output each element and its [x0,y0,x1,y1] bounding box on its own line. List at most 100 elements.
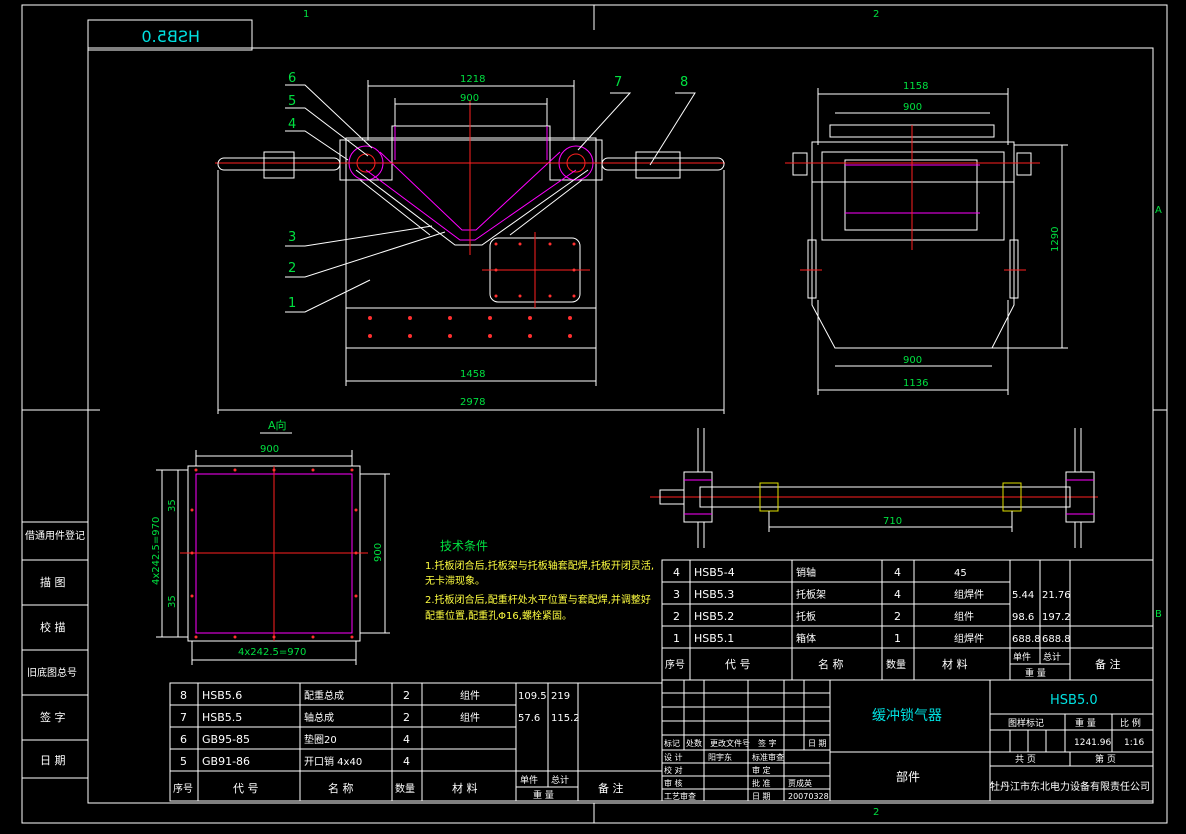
dim-top-outer: 1218 [460,74,485,85]
a-view-dim-top: 900 [260,444,279,455]
part-row-qty: 4 [894,566,901,579]
side-dim-top: 1158 [903,81,928,92]
part-row-code: HSB5.3 [694,588,734,601]
part-row-no: 4 [673,566,680,579]
part-row-code: HSB5.6 [202,689,242,702]
part-row-name: 销轴 [796,566,816,579]
part-row-material: 45 [954,568,967,579]
part-row-qty: 4 [894,588,901,601]
dim-base: 1458 [460,369,485,380]
header-material: 材 料 [452,781,478,795]
shaft-detail-view: 710 [650,428,1098,548]
tech-line-4: 配重位置,配重孔Φ16,螺栓紧固。 [425,609,572,622]
part-row-no: 7 [180,711,187,724]
signature-cell: 贾成英 [788,778,812,788]
tech-title: 技术条件 [440,539,488,553]
left-strip-item: 签 字 [40,710,66,724]
shaft-dim: 710 [883,516,902,527]
tech-line-1: 1.托板闭合后,托板架与托板轴套配焊,托板开闭灵活, [425,559,654,572]
part-row-code: GB95-85 [202,733,250,746]
left-strip-item: 日 期 [40,754,66,767]
parts-table-upper-header: 序号 代 号 名 称 数量 材 料 单件 总计 重 量 备 注 [665,651,1121,679]
part-row-no: 2 [673,610,680,623]
company-name: 牡丹江市东北电力设备有限责任公司 [990,780,1150,793]
side-dim-bottom: 1136 [903,378,928,389]
tech-line-3: 2.托板闭合后,配重杆处水平位置与套配焊,并调整好 [425,593,651,606]
header-no: 序号 [665,658,685,671]
header-remark: 备 注 [1095,657,1121,671]
part-row-total: 21.76 [1042,590,1071,601]
part-row-total: 115.2 [551,713,580,724]
header-weight: 重 量 [1025,667,1046,679]
a-view: A向 900 900 4x242.5=970 4x242.5=970 35 35 [151,418,390,665]
a-view-dim-bottom: 4x242.5=970 [238,647,306,658]
part-row-unit: 57.6 [518,713,540,724]
zone-label-side-b: B [1155,609,1162,620]
rev-label: 签 字 [758,738,777,748]
left-strip-item: 借通用件登记 [25,529,85,542]
signature-cell: 标准审查 [752,752,784,762]
header-name: 名 称 [818,657,844,671]
header-unit: 单件 [1013,651,1031,663]
part-label-5: 5 [288,94,296,109]
part-row-qty: 4 [403,755,410,768]
side-dim-bottom-inner: 900 [903,355,922,366]
part-row-code: GB91-86 [202,755,250,768]
part-row-material: 组焊件 [954,588,984,601]
part-row-code: HSB5-4 [694,566,735,579]
header-remark: 备 注 [598,781,624,795]
a-view-dim-left-bottom: 35 [167,595,178,608]
rev-label: 标记 [664,738,680,748]
part-row-total: 688.8 [1042,634,1071,645]
part-row-name: 箱体 [796,632,816,645]
tech-line-2: 无卡滞现象。 [425,574,485,587]
rev-label: 更改文件号 [710,738,750,748]
signature-cell: 校 对 [664,765,683,775]
part-row-no: 6 [180,733,187,746]
part-row-qty: 2 [403,711,410,724]
dim-overall: 2978 [460,397,485,408]
part-row-name: 垫圈20 [304,733,337,746]
mirrored-code-box: HSB5.0 [87,19,253,51]
a-view-dim-left-total: 4x242.5=970 [151,517,162,585]
part-row-no: 1 [673,632,680,645]
part-row-code: HSB5.5 [202,711,242,724]
header-total: 总计 [551,774,569,786]
part-label-1: 1 [288,296,296,311]
zone-label-top-2: 2 [873,9,879,20]
signature-cell: 日 期 [752,792,771,801]
part-row-unit: 5.44 [1012,590,1034,601]
stage-label: 图样标记 [1008,717,1044,729]
rev-label: 日 期 [808,739,827,748]
zone-label-top-1: 1 [303,9,309,20]
header-qty: 数量 [886,658,906,671]
signature-cell: 审 核 [664,778,683,788]
part-row-name: 托板 [796,610,816,623]
header-no: 序号 [173,782,193,795]
weight-label: 重 量 [1075,717,1096,729]
side-dim-height: 1290 [1050,227,1061,252]
dim-top-inner: 900 [460,93,479,104]
product-name: 缓冲锁气器 [872,708,942,724]
signature-cell: 设 计 [664,752,683,762]
header-code: 代 号 [233,782,259,795]
parts-table-lower [169,682,663,802]
part-label-3: 3 [288,230,296,245]
weight-value: 1241.96 [1074,738,1111,748]
sheet-number: 第 页 [1095,753,1116,765]
parts-table-upper [661,559,1154,681]
part-row-no: 5 [180,755,187,768]
header-unit: 单件 [520,774,538,786]
signature-cell: 批 准 [752,778,771,788]
part-row-total: 197.2 [1042,612,1071,623]
a-view-dim-left-top: 35 [167,499,178,512]
left-strip-item: 描 图 [40,575,66,589]
a-view-dim-right: 900 [373,543,384,562]
zone-label-bottom-2: 2 [873,807,879,818]
part-row-name: 开口销 4x40 [304,755,362,768]
header-weight: 重 量 [533,789,554,801]
mirrored-code: HSB5.0 [141,27,200,46]
